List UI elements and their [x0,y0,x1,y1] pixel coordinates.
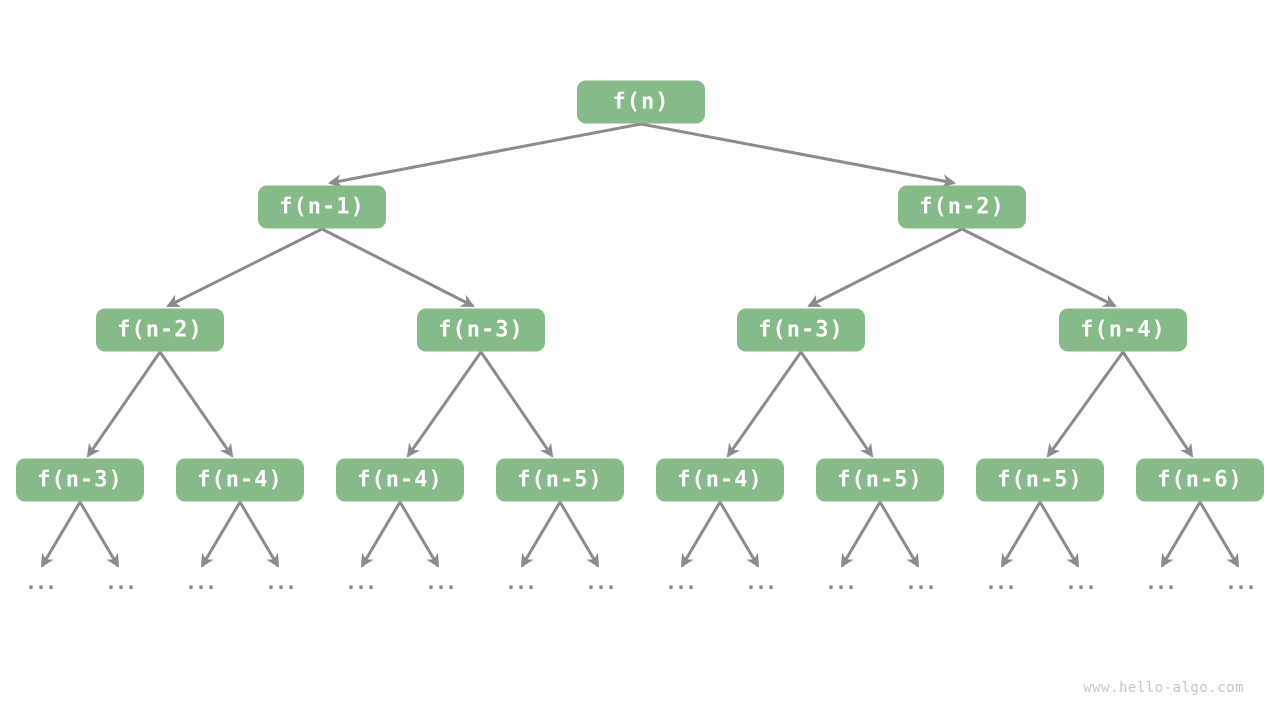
ellipsis-node: ... [984,570,1017,594]
ellipsis-node: ... [504,570,537,594]
tree-edge-arrow [640,122,956,188]
tree-edge-arrow [40,501,82,568]
tree-edge-arrow [479,351,554,458]
tree-edge-arrow [520,501,562,568]
tree-node-label: f(n-5) [997,467,1083,493]
tree-edge-arrow [78,501,120,568]
tree-node-label: f(n-1) [279,194,365,220]
tree-node-label: f(n-3) [758,317,844,343]
tree-edge-arrow [86,351,162,458]
tree-node-label: f(n) [612,89,670,115]
ellipsis-node: ... [1224,570,1257,594]
ellipsis-node: ... [184,570,217,594]
ellipsis-node: ... [1144,570,1177,594]
tree-edge-arrow [961,227,1117,308]
tree-edge-arrow [1000,501,1042,568]
ellipsis-node: ... [904,570,937,594]
tree-node-l4-2: f(n-4) [176,458,304,502]
tree-edge-arrow [718,501,760,568]
tree-edge-arrow [238,501,280,568]
tree-edge-arrow [321,227,475,308]
tree-node-label: f(n-4) [197,467,283,493]
tree-node-label: f(n-5) [517,467,603,493]
ellipsis-node: ... [664,570,697,594]
tree-node-l4-6: f(n-5) [816,458,944,502]
tree-node-label: f(n-3) [37,467,123,493]
tree-node-l4-1: f(n-3) [16,458,144,502]
tree-edge-arrow [360,501,402,568]
tree-node-l3-2: f(n-3) [417,308,545,352]
tree-edge-arrow [1121,351,1194,458]
tree-node-l4-3: f(n-4) [336,458,464,502]
tree-node-label: f(n-2) [117,317,203,343]
ellipsis-node: ... [24,570,57,594]
ellipsis-node: ... [344,570,377,594]
tree-node-label: f(n-6) [1157,467,1243,493]
tree-node-label: f(n-2) [919,194,1005,220]
tree-node-l4-5: f(n-4) [656,458,784,502]
tree-node-l4-8: f(n-6) [1136,458,1264,502]
ellipsis-node: ... [1064,570,1097,594]
tree-edge-arrow [878,501,920,568]
tree-node-l3-1: f(n-2) [96,308,224,352]
tree-edge-arrow [680,501,722,568]
ellipsis-node: ... [744,570,777,594]
tree-node-label: f(n-4) [357,467,443,493]
tree-edge-arrow [799,351,874,458]
tree-edge-arrow [200,501,242,568]
tree-node-label: f(n-5) [837,467,923,493]
ellipsis-node: ... [104,570,137,594]
tree-node-l3-3: f(n-3) [737,308,865,352]
tree-node-label: f(n-3) [438,317,524,343]
tree-edge-arrow [726,351,803,458]
tree-node-l2-1: f(n-1) [258,185,386,229]
tree-edge-arrow [406,351,483,458]
tree-edge-arrow [1046,351,1125,458]
ellipsis-node: ... [584,570,617,594]
tree-edge-arrow [840,501,882,568]
ellipsis-node: ... [264,570,297,594]
tree-node-l4-7: f(n-5) [976,458,1104,502]
tree-node-l4-4: f(n-5) [496,458,624,502]
tree-edge-arrow [398,501,440,568]
tree-node-label: f(n-4) [677,467,763,493]
tree-node-root: f(n) [577,80,705,124]
tree-edge-arrow [807,227,963,308]
watermark: www.hello-algo.com [1083,680,1244,696]
tree-node-label: f(n-4) [1080,317,1166,343]
tree-edge-arrow [1038,501,1080,568]
tree-node-l3-4: f(n-4) [1059,308,1187,352]
tree-edge-arrow [158,351,234,458]
tree-edge-arrow [328,122,642,188]
tree-edge-arrow [166,227,323,308]
tree-edge-arrow [558,501,600,568]
tree-node-l2-2: f(n-2) [898,185,1026,229]
tree-edge-arrow [1198,501,1240,568]
tree-edge-arrow [1160,501,1202,568]
ellipsis-node: ... [424,570,457,594]
ellipsis-node: ... [824,570,857,594]
